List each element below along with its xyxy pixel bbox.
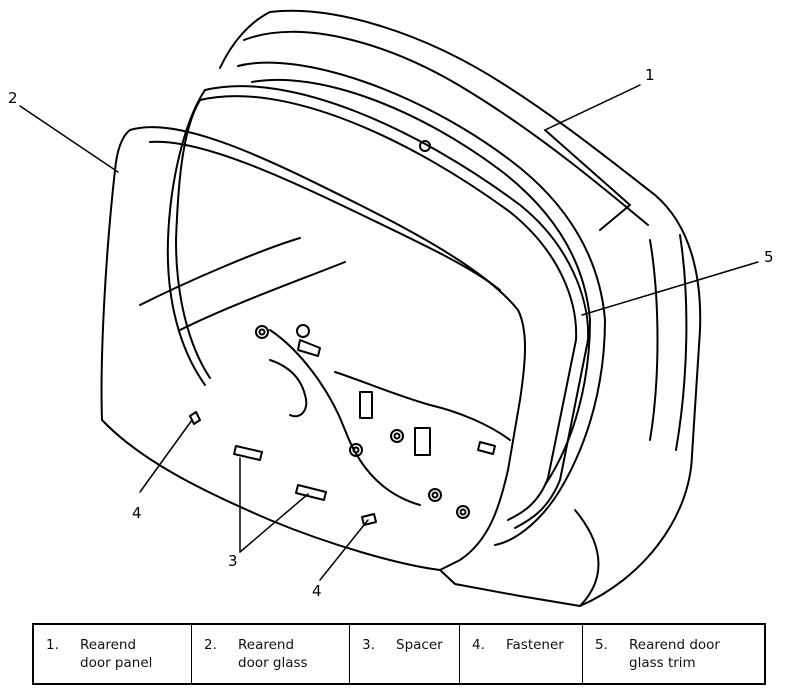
legend-number: 2. [204,637,217,653]
exploded-view-diagram: 1 2 3 4 5 4 [8,9,774,607]
legend-cell-2: 2. Rearend door glass [192,625,350,683]
legend-number: 4. [472,637,485,653]
door-glass-drawing [100,126,526,571]
legend-label: Fastener [506,637,564,653]
legend-cell-1: 1. Rearend door panel [34,625,192,683]
legend-label: Spacer [396,637,443,653]
callout-1: 1 [645,66,655,84]
legend-cell-3: 3. Spacer [350,625,460,683]
legend-cell-4: 4. Fastener [460,625,583,683]
leader-lines [19,84,759,581]
spacers-fasteners-drawing [189,411,377,526]
legend-label: Rearend door glass [238,637,308,671]
legend-label: Rearend door panel [80,637,153,671]
legend-number: 1. [46,637,59,653]
callout-5: 5 [764,248,774,266]
callout-3: 3 [228,552,238,570]
callout-2: 2 [8,89,18,107]
legend-number: 5. [595,637,608,653]
legend-number: 3. [362,637,375,653]
legend-cell-5: 5. Rearend door glass trim [583,625,764,683]
legend-label: Rearend door glass trim [629,637,720,671]
callout-4-bottom: 4 [312,582,322,600]
callout-4-left: 4 [132,504,142,522]
door-panel-drawing [219,9,702,607]
glass-trim-drawing [166,85,590,529]
parts-legend-table: 1. Rearend door panel 2. Rearend door gl… [32,623,766,685]
